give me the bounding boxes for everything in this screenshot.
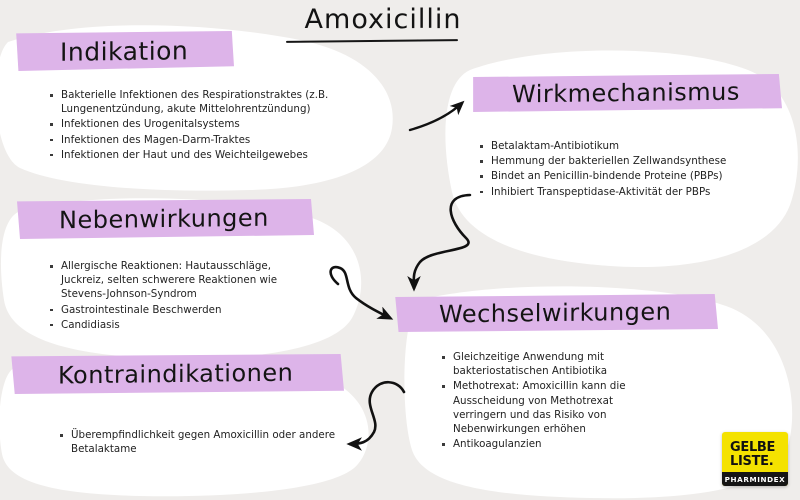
list-wirkmechanismus: Betalaktam-Antibiotikum Hemmung der bakt… [478,139,778,200]
list-item: Inhibiert Transpeptidase-Aktivität der P… [478,185,778,199]
title-underline [285,39,459,44]
list-item: Bindet an Penicillin-bindende Proteine (… [478,169,778,183]
list-item: Hemmung der bakteriellen Zellwandsynthes… [478,154,778,168]
section-heading-indikation-label: Indikation [59,35,189,67]
section-heading-wechselwirkungen-label: Wechselwirkungen [438,297,672,329]
list-item: Allergische Reaktionen: Hautausschläge, … [48,259,300,302]
section-heading-nebenwirkungen: Nebenwirkungen [14,199,314,239]
list-item: Überempfindlichkeit gegen Amoxicillin od… [58,428,340,456]
arrow-indikation-to-wirkmechanismus [408,100,465,132]
highlight-bar [11,354,344,394]
list-wechselwirkungen: Gleichzeitige Anwendung mit bakteriostat… [440,350,642,452]
list-kontraindikationen: Überempfindlichkeit gegen Amoxicillin od… [58,428,340,457]
arrow-nebenwirkungen-to-wechselwirkungen [329,265,394,320]
arrow-wechselwirkungen-to-kontraindikationen [346,380,406,451]
logo-line-3: PHARMINDEX [722,472,788,486]
list-nebenwirkungen: Allergische Reaktionen: Hautausschläge, … [48,259,300,333]
section-heading-kontraindikationen-label: Kontraindikationen [58,358,294,390]
section-heading-wirkmechanismus-label: Wirkmechanismus [512,77,740,109]
arrow-wirkmechanismus-to-wechselwirkungen [407,193,472,292]
highlight-bar [395,294,718,332]
list-item: Betalaktam-Antibiotikum [478,139,778,153]
section-heading-nebenwirkungen-label: Nebenwirkungen [59,203,269,235]
list-indikation: Bakterielle Infektionen des Respirations… [48,88,393,163]
highlight-bar [17,199,314,239]
list-item: Gastrointestinale Beschwerden [48,303,300,317]
section-heading-indikation: Indikation [14,31,234,71]
logo-line-2: LISTE. [730,454,774,469]
logo-line-1: GELBE [730,440,776,455]
list-item: Methotrexat: Amoxicillin kann die Aussch… [440,379,642,436]
list-item: Candidiasis [48,318,300,332]
list-item: Bakterielle Infektionen des Respirations… [48,88,393,116]
section-heading-wirkmechanismus: Wirkmechanismus [470,74,782,112]
list-item: Infektionen der Haut und des Weichteilge… [48,148,393,162]
section-heading-wechselwirkungen: Wechselwirkungen [392,294,718,332]
highlight-bar [473,74,782,112]
page-title: Amoxicillin [304,4,462,35]
list-item: Antikoagulanzien [440,437,642,451]
highlight-bar [16,31,234,71]
list-item: Infektionen des Urogenitalsystems [48,117,393,131]
list-item: Gleichzeitige Anwendung mit bakteriostat… [440,350,642,378]
gelbe-liste-logo[interactable]: GELBE LISTE. PHARMINDEX [722,432,788,486]
section-heading-kontraindikationen: Kontraindikationen [8,354,344,394]
list-item: Infektionen des Magen-Darm-Traktes [48,133,393,147]
